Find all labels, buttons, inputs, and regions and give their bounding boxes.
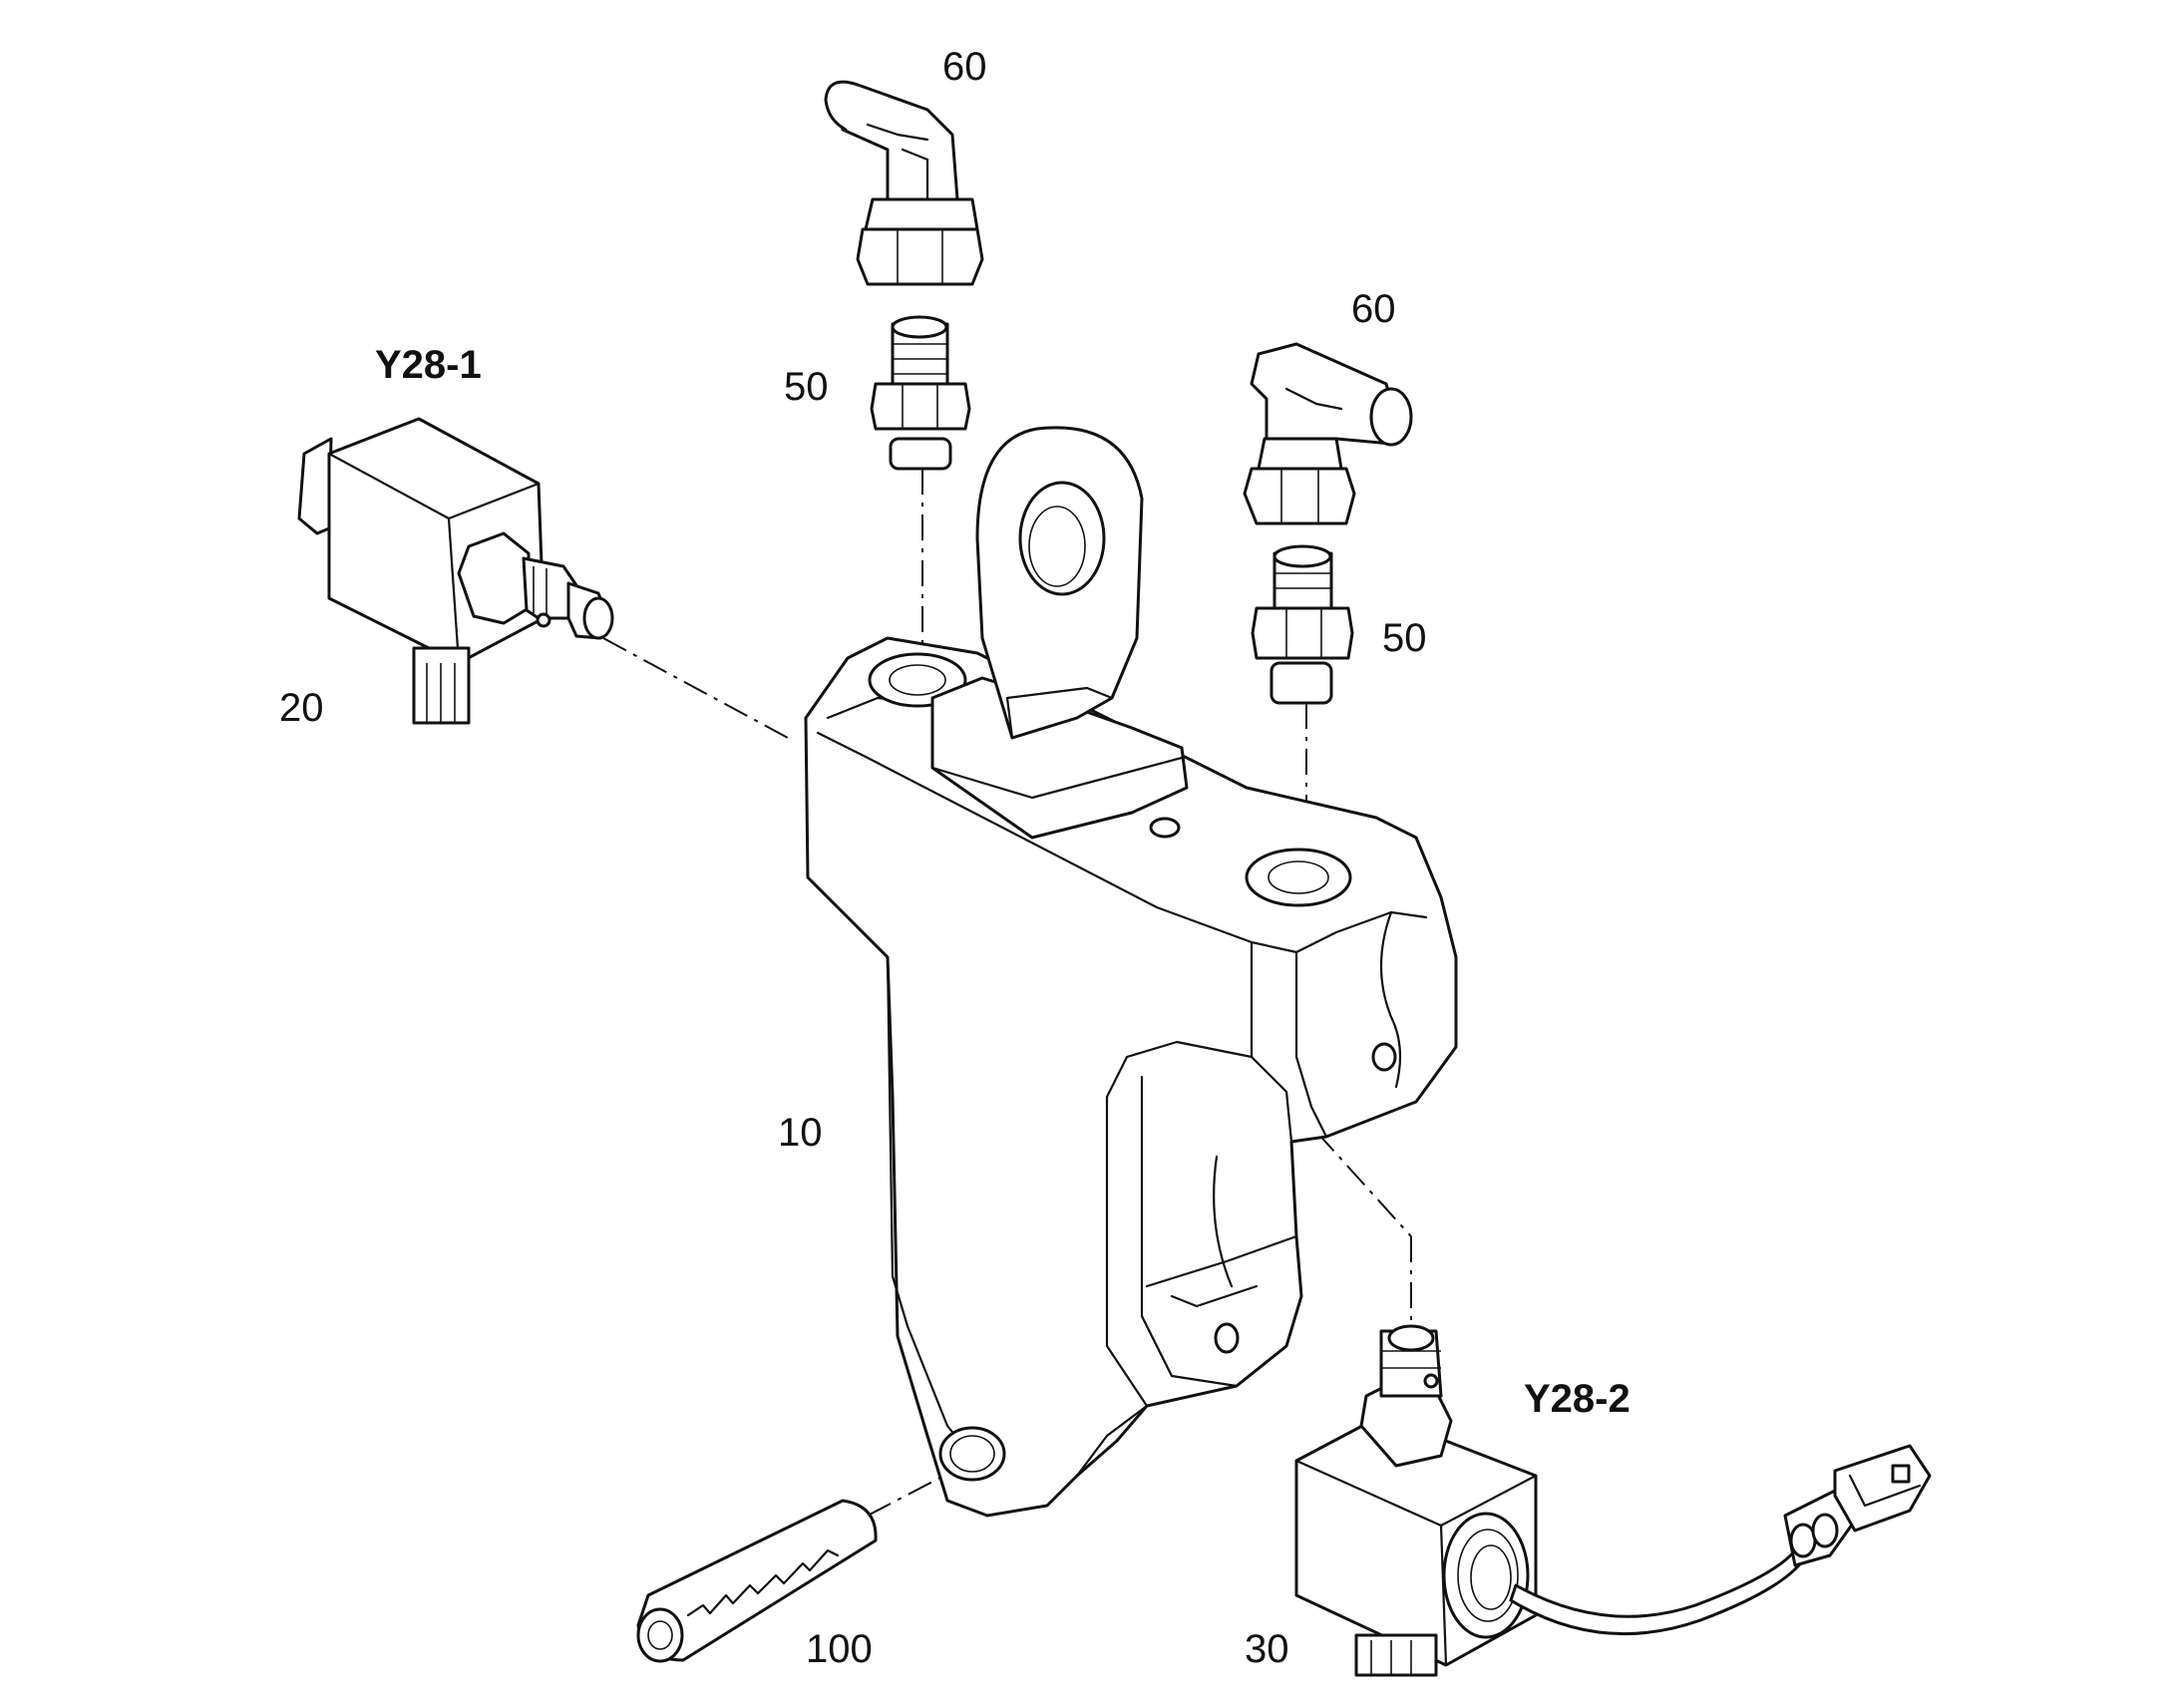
label-60-left: 60 [942,45,987,89]
solenoid-y28-1 [297,417,614,725]
fitting-50-left [870,315,971,471]
label-50-right: 50 [1382,616,1427,660]
label-50-left: 50 [784,365,829,409]
elbow-60-left [824,80,984,286]
label-20: 20 [279,686,324,730]
fitting-50-right [1251,544,1354,705]
label-y28-1: Y28-1 [375,343,482,387]
label-10: 10 [778,1111,823,1155]
elbow-60-right [1243,342,1413,525]
main-housing [804,636,1458,1518]
label-100: 100 [806,1627,873,1671]
label-y28-2: Y28-2 [1524,1377,1631,1421]
eye-lug [930,426,1189,840]
label-30: 30 [1245,1627,1289,1671]
pin-100 [636,1499,878,1663]
solenoid-y28-2 [1294,1324,1932,1677]
label-60-right: 60 [1351,287,1396,331]
